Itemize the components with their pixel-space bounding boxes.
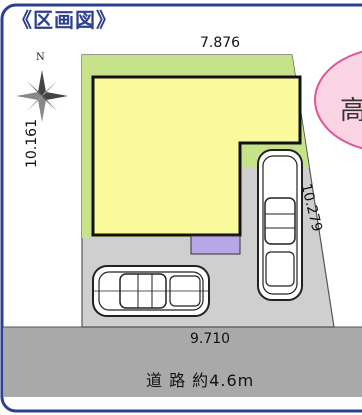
dimension-top: 7.876 <box>200 35 241 51</box>
badge-shape <box>314 50 362 150</box>
dimension-bottom: 9.710 <box>190 331 231 347</box>
road-label: 道 路 約4.6m <box>146 371 255 390</box>
badge-text: 高 <box>340 96 362 126</box>
car-horizontal-icon <box>92 265 210 317</box>
compass-rose-icon <box>16 70 68 122</box>
car-vertical-icon <box>257 149 303 301</box>
road-area <box>3 327 362 397</box>
house-footprint <box>91 75 302 237</box>
dimension-left: 10.161 <box>24 119 40 168</box>
north-label: N <box>36 52 45 63</box>
page-title: 《区画図》 <box>12 8 117 32</box>
annex-area <box>190 235 241 255</box>
